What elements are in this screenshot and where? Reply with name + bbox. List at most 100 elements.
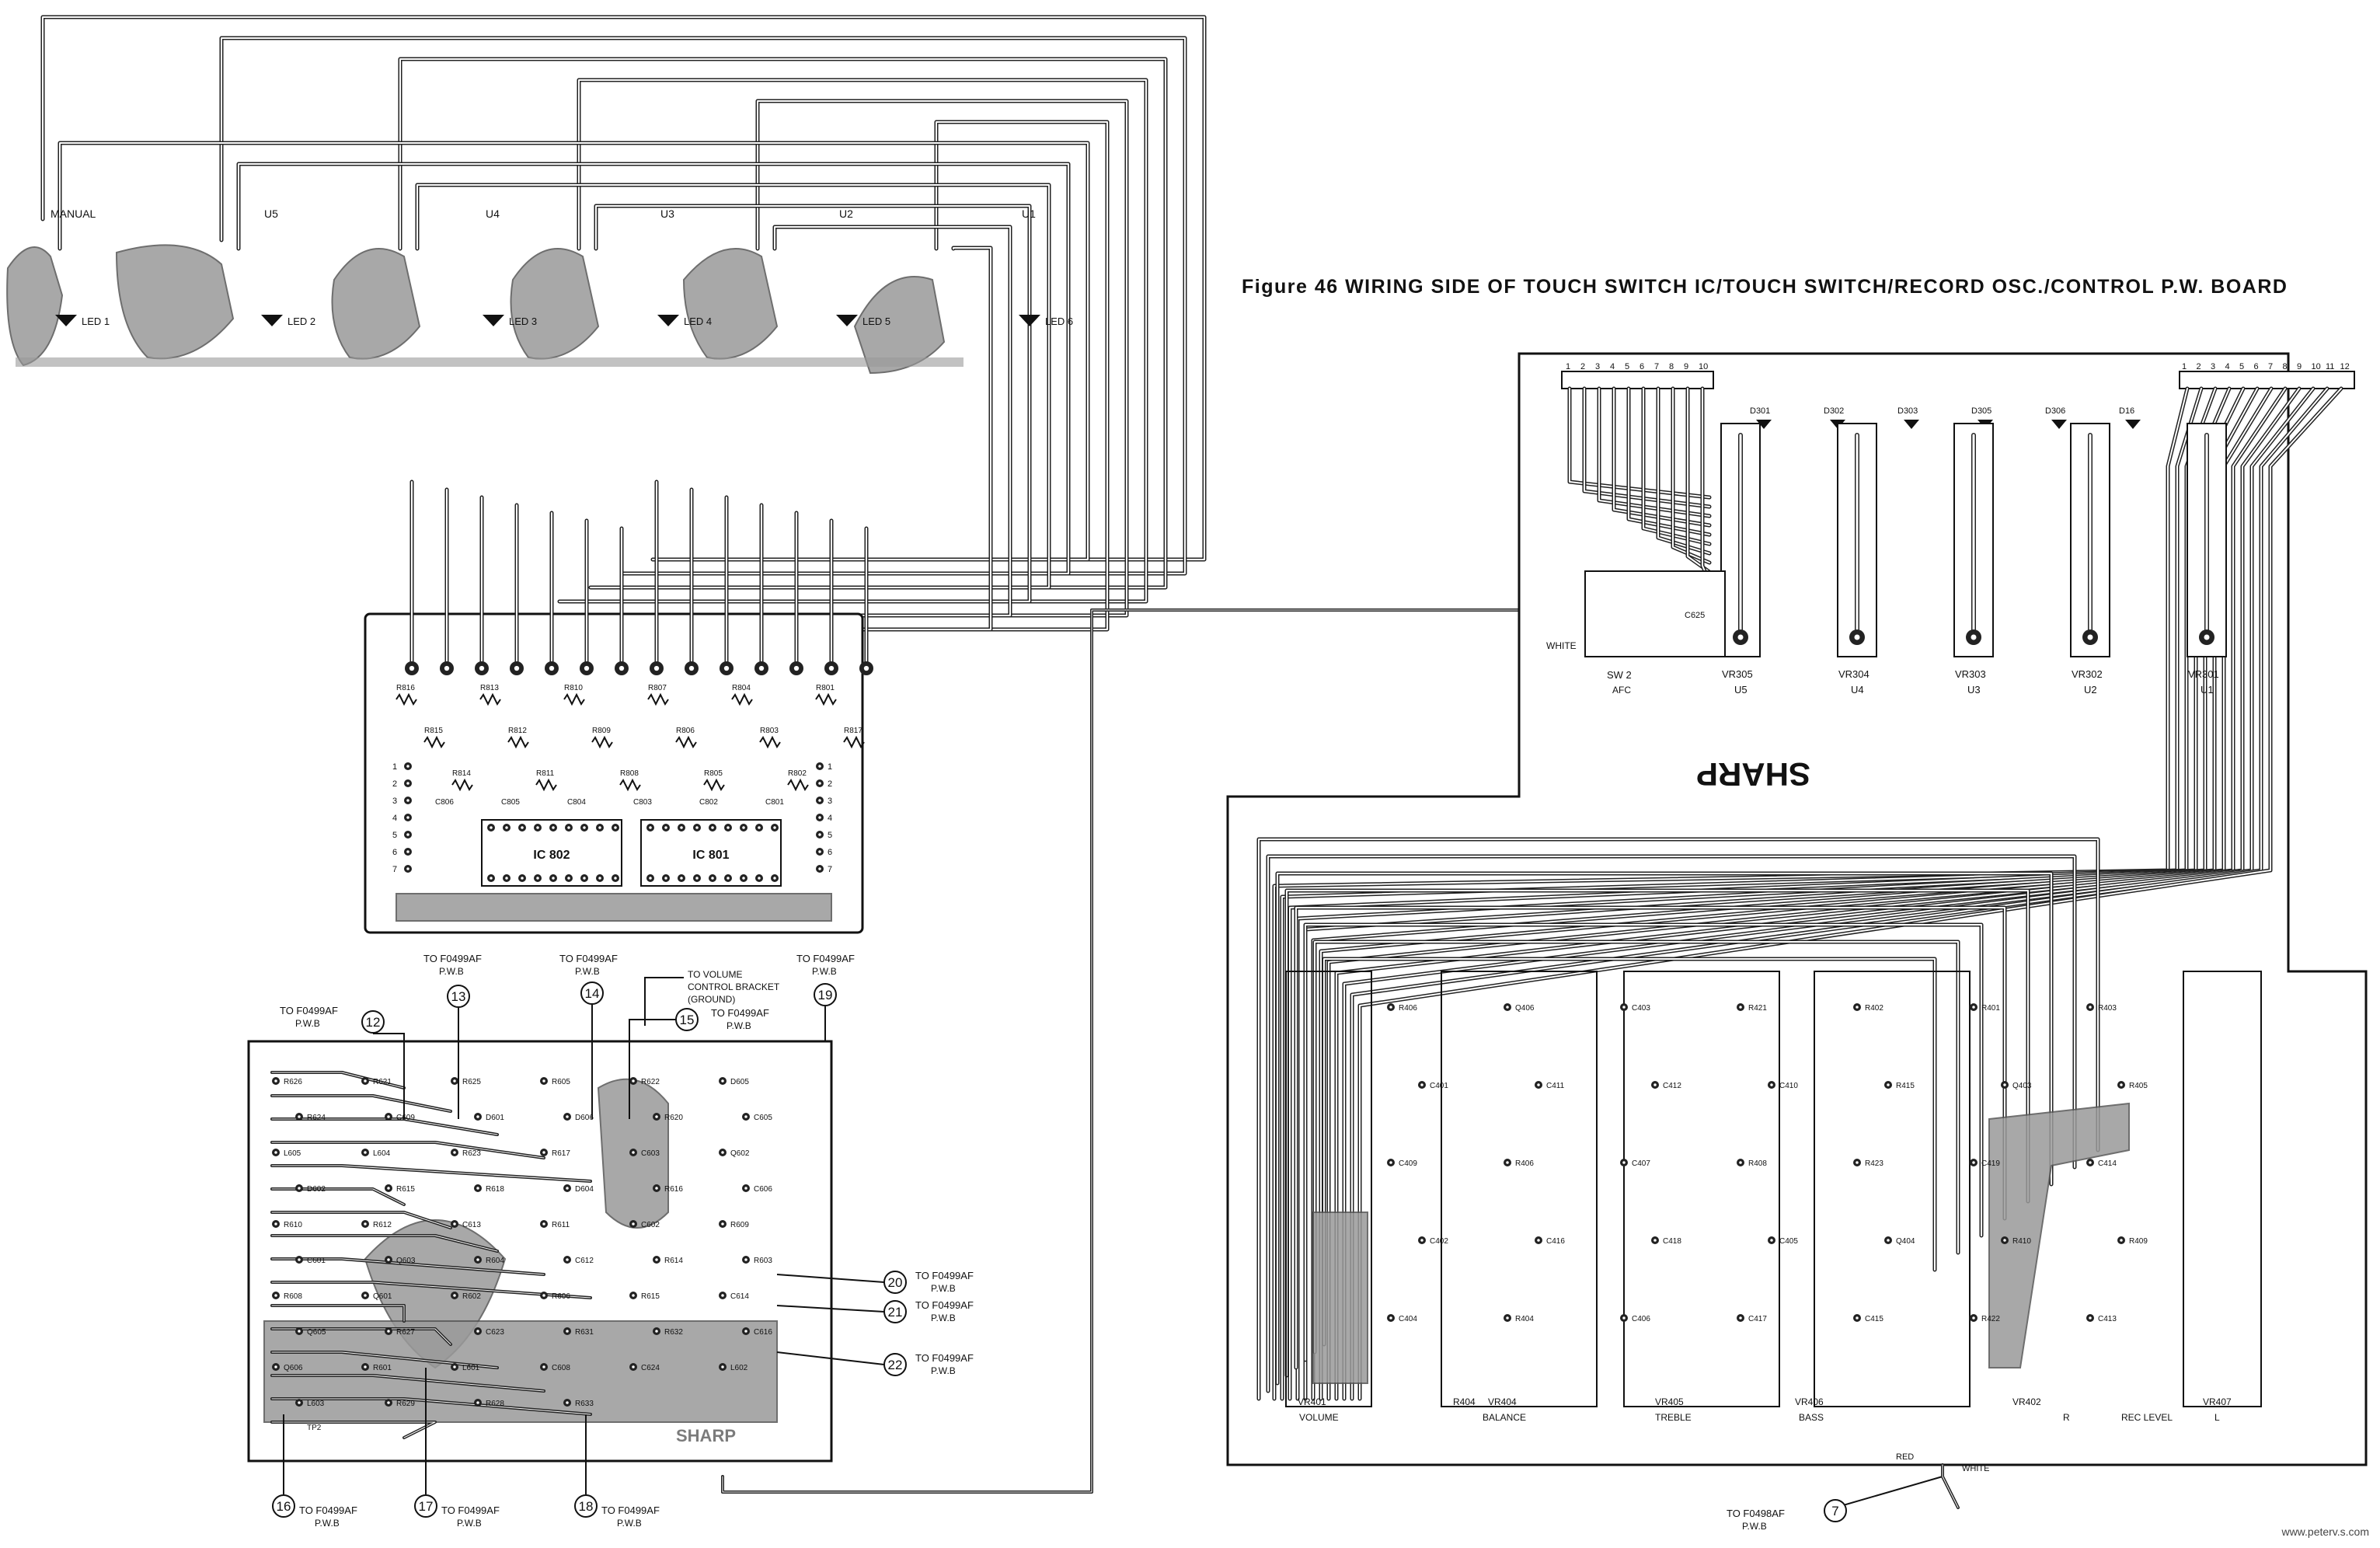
ic-input-pad	[409, 665, 415, 671]
control-component-label: C405	[1779, 1237, 1798, 1246]
osc-pad	[566, 1115, 569, 1118]
ic-pin	[695, 826, 699, 829]
callout-21-number: 21	[888, 1305, 903, 1320]
capacitor-label: C801	[765, 798, 784, 807]
osc-component-label: C606	[754, 1185, 772, 1194]
ic-pin	[727, 826, 730, 829]
osc-pad	[476, 1330, 479, 1333]
ic-pin	[552, 877, 555, 880]
vr-label: VR304	[1838, 668, 1870, 680]
control-pad	[1887, 1083, 1890, 1086]
pin-number-left: 3	[392, 797, 397, 806]
osc-pad	[298, 1187, 301, 1190]
ic-pin	[567, 877, 570, 880]
osc-pad	[566, 1258, 569, 1261]
resistor-symbol	[451, 778, 473, 792]
osc-trace	[271, 1072, 405, 1089]
control-pad	[1389, 1316, 1392, 1320]
callout-20	[883, 1271, 907, 1294]
osc-component-label: L605	[284, 1149, 301, 1158]
osc-component-label: D604	[575, 1185, 594, 1194]
connector-a-pin: 10	[1699, 362, 1708, 371]
ic-pin	[711, 877, 714, 880]
control-bottom-label: VR402	[2012, 1396, 2041, 1407]
touch-pad	[115, 244, 235, 360]
sw2-box	[1584, 570, 1726, 657]
control-trace	[1628, 388, 1710, 535]
pin-number-left: 5	[392, 831, 397, 840]
osc-component-label: Q605	[307, 1328, 326, 1337]
osc-pad	[476, 1115, 479, 1118]
resistor-symbol	[675, 735, 697, 749]
callout-14-to: TO F0499AF	[559, 953, 618, 964]
control-pad	[1537, 1239, 1540, 1242]
osc-component-label: R627	[396, 1328, 415, 1337]
callout-22-number: 22	[888, 1358, 903, 1372]
control-trace	[1672, 388, 1710, 563]
callout-16-pwb: P.W.B	[315, 1518, 340, 1529]
control-pad	[1972, 1006, 1975, 1009]
ic-pin	[664, 877, 667, 880]
diode-label: D302	[1824, 406, 1844, 416]
resistor-label: R815	[424, 727, 443, 735]
control-pad	[2003, 1083, 2006, 1086]
resistor-symbol	[787, 778, 809, 792]
control-bottom-label: VR401	[1298, 1396, 1326, 1407]
ic-pin	[521, 826, 524, 829]
control-component-label: C416	[1546, 1237, 1565, 1246]
led-label: LED 1	[82, 316, 110, 327]
touch-label-u4: U4	[486, 207, 500, 220]
resistor-symbol	[815, 692, 837, 706]
osc-component-label: C614	[730, 1292, 749, 1301]
led-label: LED 6	[1045, 316, 1073, 327]
osc-pad	[298, 1401, 301, 1404]
connector-b-pin: 8	[2283, 362, 2288, 371]
control-component-label: C409	[1399, 1159, 1417, 1168]
touch-ground-strip	[16, 357, 963, 367]
callout-19-to: TO F0499AF	[796, 953, 855, 964]
callout-12-to: TO F0499AF	[280, 1005, 338, 1016]
osc-trace	[271, 1351, 498, 1368]
ic-pin	[614, 826, 617, 829]
control-pad	[2003, 1239, 2006, 1242]
ic-pin	[552, 826, 555, 829]
white-label: WHITE	[1546, 640, 1577, 651]
connector-b-pin: 3	[2211, 362, 2215, 371]
osc-component-label: R602	[462, 1292, 481, 1301]
connector-a-pin: 6	[1640, 362, 1644, 371]
osc-component-label: C602	[641, 1221, 660, 1229]
control-brand-mark: SHARP	[1696, 756, 1810, 793]
callout-7-pwb: P.W.B	[1742, 1521, 1767, 1532]
osc-component-label: C623	[486, 1328, 504, 1337]
connector-b-pin: 7	[2268, 362, 2273, 371]
callout-17	[414, 1494, 437, 1518]
osc-pad	[476, 1401, 479, 1404]
ic-pin	[742, 877, 745, 880]
ic-pin	[742, 826, 745, 829]
connector-b-pin: 1	[2182, 362, 2187, 371]
resistor-label: R813	[480, 684, 499, 692]
control-component-label: C419	[1981, 1159, 2000, 1168]
vr-label: VR301	[2188, 668, 2219, 680]
resistor-label: R814	[452, 769, 471, 778]
resistor-label: R803	[760, 727, 779, 735]
control-copper-area	[1312, 1212, 1368, 1384]
osc-pad	[387, 1330, 390, 1333]
ic-input-pad	[514, 665, 520, 671]
ic-pin	[598, 826, 601, 829]
resistor-symbol	[479, 692, 501, 706]
ic-input-pad	[828, 665, 835, 671]
touch-label-manual: MANUAL	[51, 207, 96, 220]
control-pad	[1653, 1239, 1657, 1242]
callout-19-number: 19	[818, 988, 833, 1002]
control-pad	[1887, 1239, 1890, 1242]
osc-pad	[655, 1187, 658, 1190]
osc-component-label: L601	[462, 1364, 480, 1372]
callout-line	[373, 1033, 405, 1119]
callout-19	[814, 983, 837, 1006]
ic-pin	[614, 877, 617, 880]
osc-component-label: D602	[307, 1185, 326, 1194]
connector-pin	[818, 867, 821, 870]
osc-pad	[364, 1294, 367, 1297]
vr-module-outline	[2183, 971, 2262, 1407]
